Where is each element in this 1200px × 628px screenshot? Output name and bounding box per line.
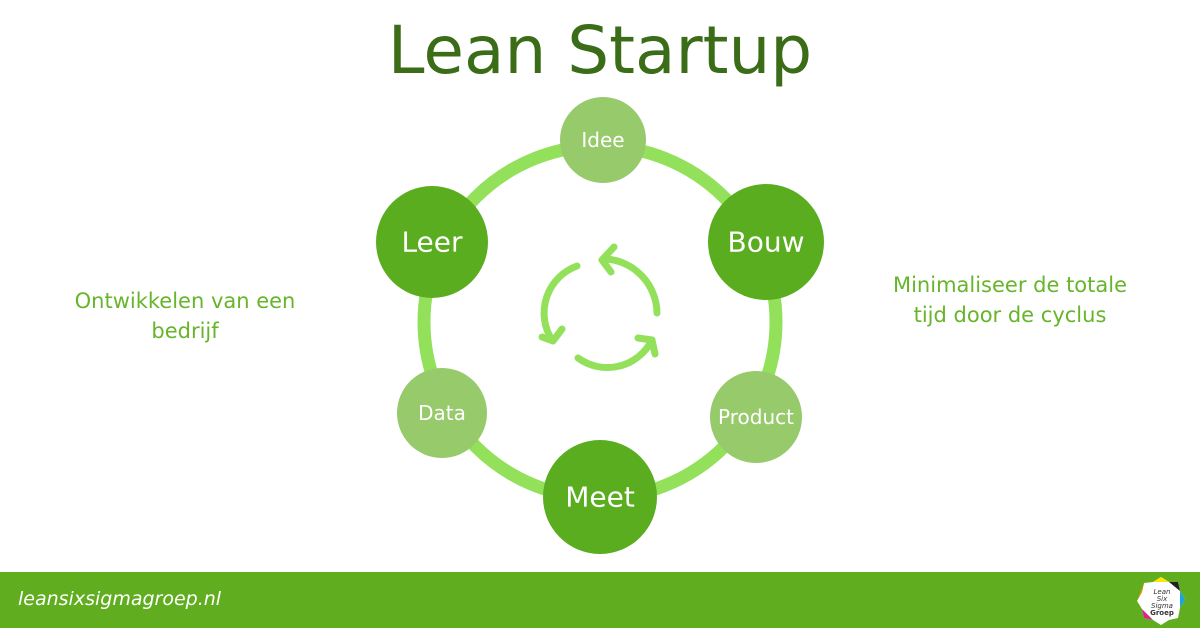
node-label: Leer [401, 226, 463, 259]
recycle-arrows-icon [538, 243, 661, 371]
lean-six-sigma-groep-logo: Lean Six Sigma Groep [1137, 577, 1185, 625]
node-label: Product [718, 405, 794, 429]
node-idee: Idee [560, 97, 646, 183]
node-circle [708, 184, 824, 300]
node-label: Idee [581, 128, 624, 152]
node-product: Product [710, 371, 802, 463]
svg-text:Sigma: Sigma [1151, 602, 1173, 610]
node-circle [560, 97, 646, 183]
svg-text:Groep: Groep [1150, 609, 1174, 617]
node-label: Bouw [728, 226, 805, 259]
node-circle [376, 186, 488, 298]
right-annotation: Minimaliseer de totale tijd door de cycl… [892, 273, 1128, 327]
node-data: Data [397, 368, 487, 458]
left-annotation: Ontwikkelen van een bedrijf [74, 289, 296, 343]
website-link[interactable]: leansixsigmagroep.nl [18, 588, 222, 610]
node-circle [710, 371, 802, 463]
node-meet: Meet [543, 440, 657, 554]
node-label: Meet [565, 481, 635, 514]
node-leer: Leer [376, 186, 488, 298]
node-label: Data [418, 401, 466, 425]
node-bouw: Bouw [708, 184, 824, 300]
svg-text:Lean: Lean [1154, 588, 1171, 596]
svg-text:Six: Six [1157, 595, 1168, 603]
footer-bar: leansixsigmagroep.nl [0, 572, 1200, 628]
node-circle [397, 368, 487, 458]
page-title: Lean Startup [387, 12, 813, 89]
node-circle [543, 440, 657, 554]
